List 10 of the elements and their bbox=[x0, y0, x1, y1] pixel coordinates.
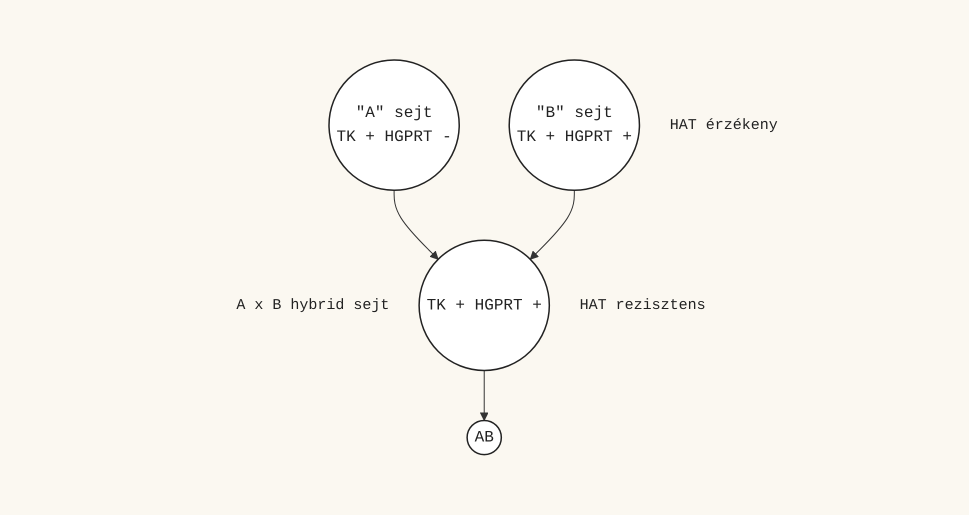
annotation-text: A x B hybrid sejt bbox=[236, 297, 390, 314]
arrow bbox=[394, 190, 439, 260]
annotation-text: HAT rezisztens bbox=[580, 297, 706, 314]
arrow bbox=[480, 370, 489, 421]
node-circle: "A" sejt TK + HGPRT - bbox=[328, 59, 460, 192]
node-circle: AB bbox=[466, 420, 502, 456]
annotation-text: HAT érzékeny bbox=[670, 116, 778, 134]
arrow bbox=[530, 190, 576, 260]
node-circle: "B" sejt TK + HGPRT + bbox=[508, 59, 640, 192]
node-circle: TK + HGPRT + bbox=[418, 240, 550, 372]
